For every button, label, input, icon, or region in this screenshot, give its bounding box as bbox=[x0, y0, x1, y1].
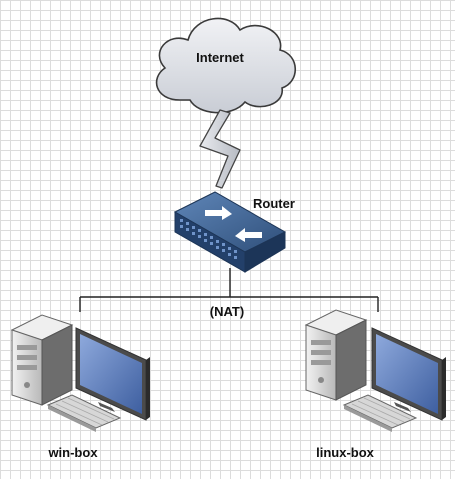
win-box-computer-icon bbox=[10, 314, 150, 432]
router-icon bbox=[173, 191, 287, 273]
nat-label: (NAT) bbox=[210, 304, 244, 319]
wan-link-bolt-icon bbox=[199, 109, 241, 189]
internet-cloud-icon bbox=[155, 17, 296, 114]
router-label: Router bbox=[253, 196, 295, 211]
lan-bus bbox=[79, 268, 379, 312]
win-box-label: win-box bbox=[47, 445, 98, 460]
linux-box-computer-icon bbox=[304, 309, 446, 432]
linux-box-label: linux-box bbox=[316, 445, 375, 460]
cloud-label: Internet bbox=[196, 50, 244, 65]
